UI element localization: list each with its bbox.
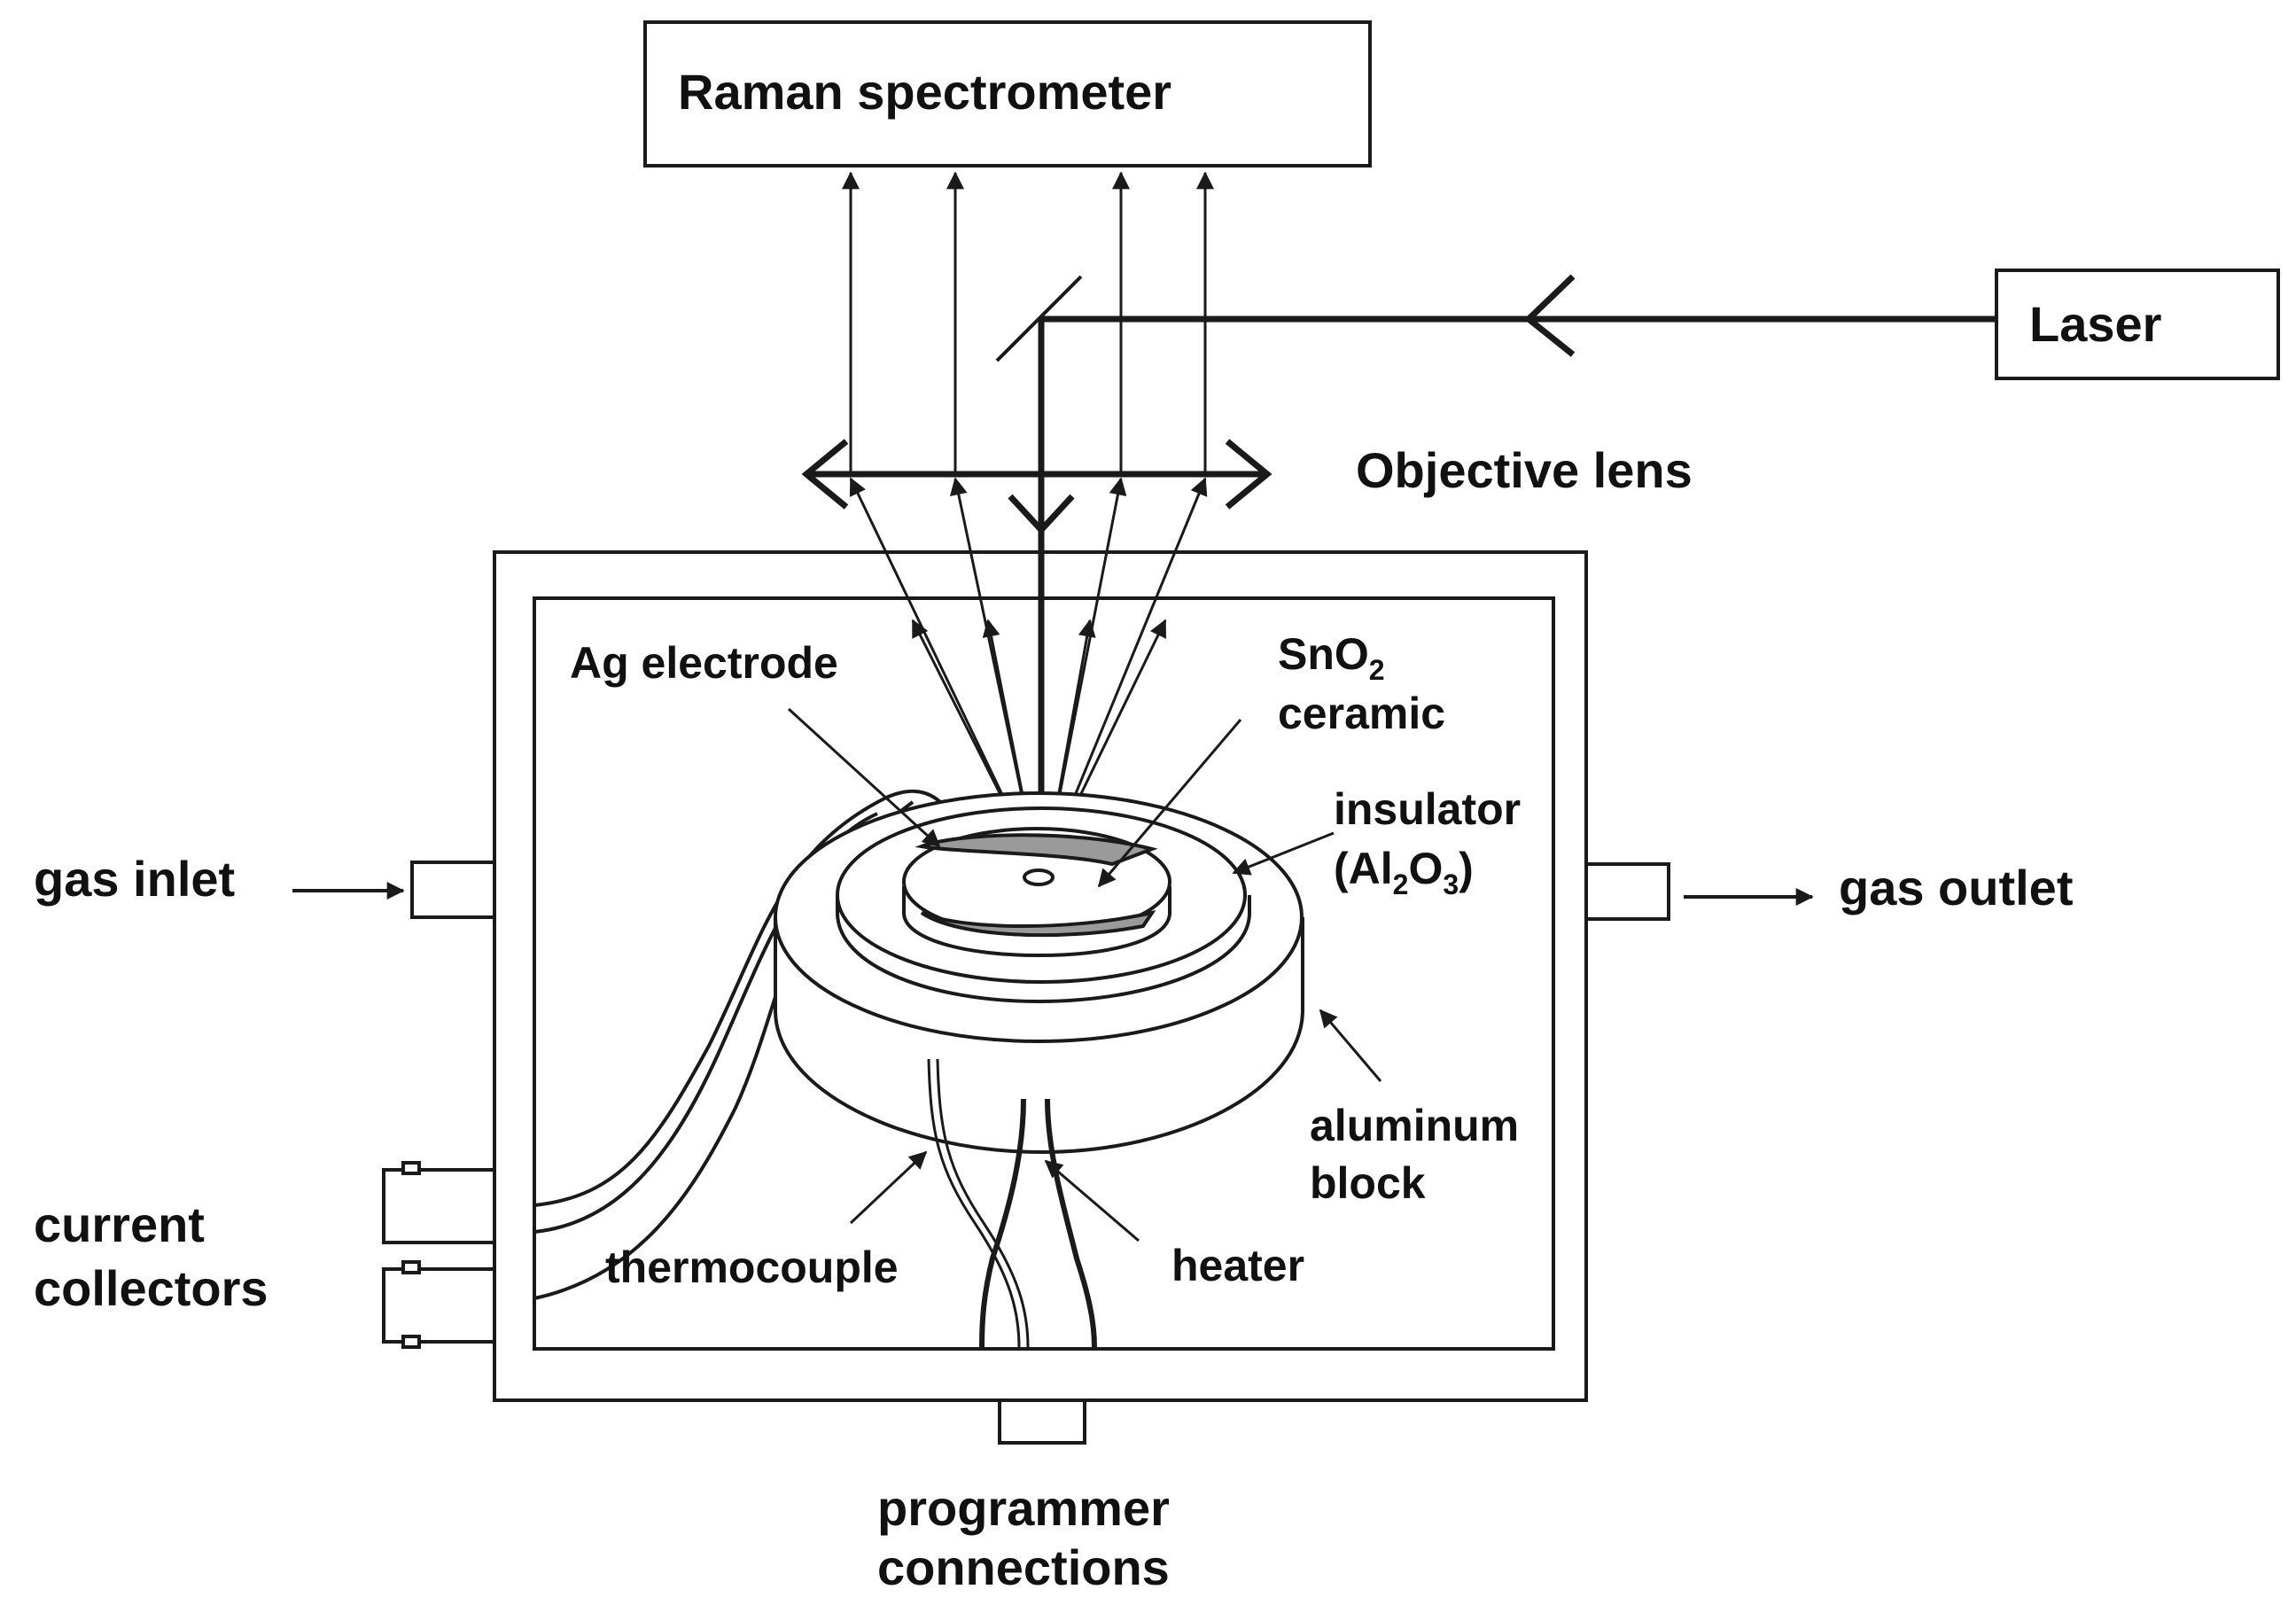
- al2o3-label: (Al2O3): [1334, 842, 1474, 901]
- block-label: block: [1310, 1158, 1426, 1208]
- programmer-connections-port: [998, 1398, 1086, 1445]
- programmer-label: programmer: [877, 1480, 1170, 1536]
- connections-label: connections: [877, 1539, 1170, 1595]
- gas-outlet-port: [1584, 862, 1670, 921]
- objective-lens: [801, 439, 1273, 510]
- thermocouple-label: thermocouple: [605, 1243, 899, 1292]
- sno2-subscript: 2: [1368, 654, 1385, 686]
- al2o3-open: (Al: [1334, 844, 1393, 893]
- gas-inlet-label: gas inlet: [34, 851, 236, 907]
- al2o3-oxygen: O: [1408, 844, 1444, 893]
- gas-inlet-port: [410, 861, 496, 919]
- ag-electrode-label: Ag electrode: [570, 638, 838, 688]
- current-label: current: [34, 1196, 205, 1252]
- heater-wires: [979, 1098, 1097, 1348]
- ceramic-label: ceramic: [1278, 689, 1446, 738]
- objective-lens-label: Objective lens: [1356, 442, 1693, 498]
- heater-label: heater: [1171, 1241, 1305, 1290]
- al2o3-close: ): [1459, 844, 1474, 893]
- al2o3-sub-1: 2: [1392, 869, 1409, 900]
- sno2-ceramic-pellet: [902, 827, 1171, 958]
- chamber-inner-wall: [533, 596, 1555, 1351]
- raman-spectrometer-box: [643, 20, 1372, 167]
- thermocouple-wire: [927, 1058, 1030, 1348]
- leader-arrows: [787, 707, 1382, 1243]
- raman-spectrometer-label: Raman spectrometer: [678, 64, 1172, 120]
- current-collector-connectors: [382, 1161, 496, 1349]
- sno2-label: SnO2: [1278, 627, 1385, 687]
- al2o3-sub-2: 3: [1443, 869, 1459, 900]
- laser-label: Laser: [2029, 296, 2162, 352]
- insulator-label: insulator: [1334, 784, 1522, 834]
- beam-splitter-mirror: [995, 275, 1083, 362]
- sno2-formula: SnO: [1278, 629, 1369, 679]
- laser-box: [1995, 269, 2280, 380]
- gas-outlet-label: gas outlet: [1839, 860, 2074, 915]
- aluminum-label: aluminum: [1310, 1101, 1520, 1150]
- collectors-label: collectors: [34, 1260, 269, 1316]
- laser-beam: [1008, 274, 1996, 860]
